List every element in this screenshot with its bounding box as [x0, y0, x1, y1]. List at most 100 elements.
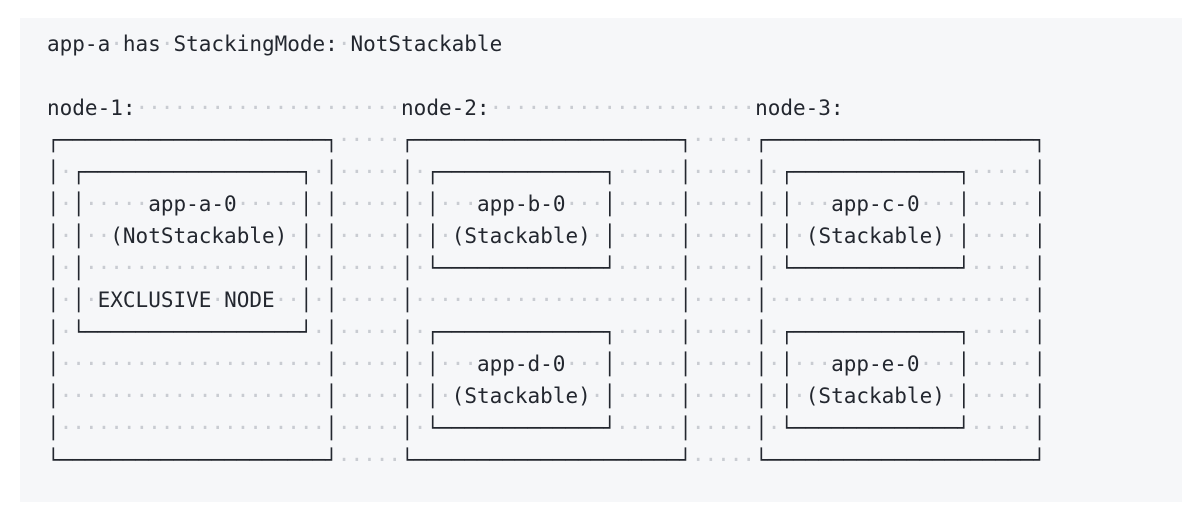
- grid-space: ·····: [236, 192, 300, 216]
- grid-ink: │: [679, 256, 692, 280]
- grid-space: ·: [767, 352, 781, 376]
- grid-space: ·: [413, 320, 427, 344]
- grid-ink: │: [1033, 288, 1047, 312]
- grid-space: ·····: [970, 160, 1034, 184]
- grid-ink: StackingMode:: [173, 32, 338, 56]
- grid-space: ·: [413, 160, 427, 184]
- grid-ink: │: [325, 192, 338, 216]
- grid-ink: EXCLUSIVE: [97, 288, 212, 312]
- grid-space: ·····················: [413, 288, 680, 312]
- grid-space: ·: [413, 224, 427, 248]
- grid-ink: │: [47, 320, 60, 344]
- grid-ink: NODE: [224, 288, 275, 312]
- grid-space: ·: [413, 416, 427, 440]
- diagram-row: │·│·················│·│·····│·└─────────…: [47, 252, 1046, 284]
- grid-space: ·····: [691, 256, 756, 280]
- grid-ink: │: [1033, 320, 1046, 344]
- grid-ink: │: [679, 288, 692, 312]
- grid-space: ·····: [691, 160, 756, 184]
- grid-space: ·: [944, 384, 958, 408]
- grid-space: ·····: [337, 416, 402, 440]
- grid-ink: │: [1033, 192, 1047, 216]
- grid-space: ·····: [691, 384, 756, 408]
- grid-space: ·: [413, 192, 427, 216]
- grid-ink: │: [325, 384, 338, 408]
- grid-ink: └─────────────────────┘: [755, 448, 1046, 472]
- grid-space: ·····: [970, 320, 1034, 344]
- grid-ink: ┌─────────────────────┐: [47, 128, 338, 152]
- grid-space: ·: [59, 256, 73, 280]
- grid-space: ·: [767, 320, 781, 344]
- grid-ink: │: [1033, 256, 1046, 280]
- grid-space: ·: [413, 384, 427, 408]
- grid-ink: │: [299, 192, 313, 216]
- grid-space: ·····: [970, 352, 1034, 376]
- grid-space: ·····················: [489, 96, 756, 120]
- grid-space: ·····: [691, 448, 756, 472]
- grid-ink: │: [401, 416, 414, 440]
- grid-space: ·: [767, 160, 781, 184]
- grid-space: ·····: [84, 192, 149, 216]
- grid-space: ·: [110, 32, 123, 56]
- grid-space: ·: [767, 384, 781, 408]
- grid-space: ·····: [970, 384, 1034, 408]
- grid-space: ·: [767, 192, 781, 216]
- grid-ink: │: [957, 384, 971, 408]
- grid-ink: │: [957, 352, 971, 376]
- grid-space: ·: [59, 320, 73, 344]
- grid-space: ·: [793, 224, 806, 248]
- grid-space: ·: [767, 256, 781, 280]
- grid-ink: app-a-0: [148, 192, 237, 216]
- grid-ink: │: [401, 288, 414, 312]
- grid-ink: │: [401, 256, 414, 280]
- grid-ink: │: [426, 224, 440, 248]
- grid-space: ·: [590, 224, 604, 248]
- grid-ink: ┌─────────────┐: [780, 160, 971, 184]
- grid-space: ··: [274, 288, 300, 312]
- grid-space: ·····: [616, 384, 680, 408]
- grid-ink: │: [1033, 160, 1046, 184]
- grid-space: ·: [59, 224, 73, 248]
- grid-ink: │: [603, 224, 617, 248]
- grid-space: ·: [413, 256, 427, 280]
- grid-space: ·····: [692, 192, 756, 216]
- grid-ink: │: [47, 160, 60, 184]
- grid-ink: node-3:: [755, 96, 844, 120]
- grid-ink: │: [957, 192, 971, 216]
- grid-ink: │: [299, 288, 313, 312]
- grid-space: ·····: [337, 320, 402, 344]
- grid-ink: │: [780, 192, 794, 216]
- grid-space: ·····: [337, 224, 402, 248]
- grid-ink: ┌─────────────────────┐: [401, 128, 692, 152]
- grid-ink: │: [299, 256, 313, 280]
- diagram-row: │·└─────────────────┘·│·····│·┌─────────…: [47, 316, 1046, 348]
- grid-ink: │: [679, 352, 692, 376]
- grid-ink: │: [1033, 224, 1047, 248]
- grid-space: ·: [793, 384, 806, 408]
- grid-ink: │: [755, 384, 768, 408]
- grid-ink: │: [325, 160, 338, 184]
- grid-ink: │: [325, 320, 338, 344]
- grid-ink: │: [755, 192, 768, 216]
- grid-ink: │: [299, 224, 313, 248]
- grid-space: ·····: [691, 128, 756, 152]
- grid-space: ·····: [970, 256, 1034, 280]
- grid-space: ·: [944, 224, 958, 248]
- grid-space: ·: [312, 160, 326, 184]
- grid-space: ·····: [337, 288, 402, 312]
- grid-space: ···: [793, 192, 832, 216]
- grid-space: ·····: [616, 192, 680, 216]
- grid-space: ·: [160, 32, 174, 56]
- grid-space: ·: [312, 288, 326, 312]
- grid-ink: │: [325, 224, 338, 248]
- grid-space: ·: [413, 352, 427, 376]
- grid-ink: │: [72, 256, 85, 280]
- grid-space: ·····: [337, 384, 402, 408]
- grid-space: ·: [287, 224, 300, 248]
- grid-space: ·····: [691, 320, 756, 344]
- diagram-row: │·┌─────────────────┐·│·····│·┌─────────…: [47, 156, 1046, 188]
- grid-space: ·····: [337, 352, 402, 376]
- grid-ink: └─────────────────────┘: [47, 448, 338, 472]
